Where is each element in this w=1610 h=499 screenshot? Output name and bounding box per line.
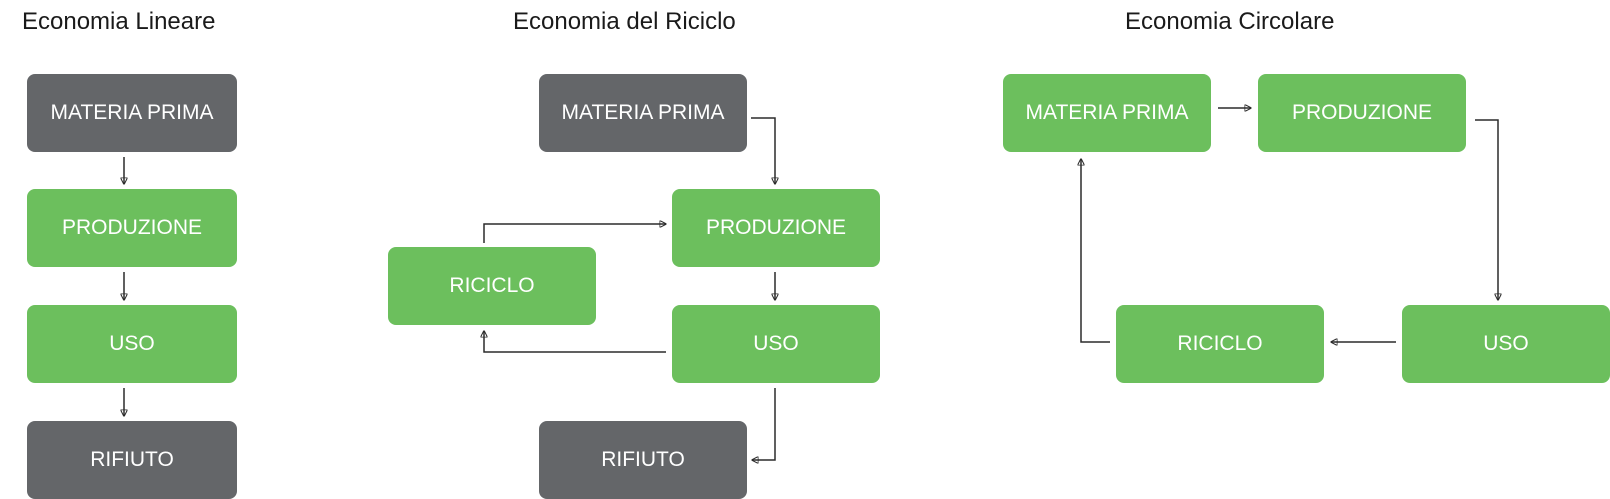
circular-uso-box: USO: [1402, 305, 1610, 383]
recycle-arrow-uso-to-riciclo: [484, 331, 666, 353]
circular-economy-title: Economia Circolare: [1125, 8, 1335, 35]
recycle-uso-box: USO: [672, 305, 880, 383]
recycle-arrow-materia-to-produzione: [751, 117, 775, 184]
recycle-economy-title: Economia del Riciclo: [513, 8, 736, 35]
circular-riciclo-box: RICICLO: [1116, 305, 1324, 383]
circular-arrow-produzione-to-uso: [1475, 119, 1498, 300]
linear-materia-prima-box: MATERIA PRIMA: [27, 74, 237, 152]
linear-economy-title: Economia Lineare: [22, 8, 216, 35]
linear-produzione-box: PRODUZIONE: [27, 189, 237, 267]
circular-materia-prima-box: MATERIA PRIMA: [1003, 74, 1211, 152]
recycle-arrow-riciclo-to-produzione: [483, 224, 666, 243]
recycle-riciclo-box: RICICLO: [388, 247, 596, 325]
circular-arrow-riciclo-to-materia: [1081, 159, 1110, 343]
recycle-materia-prima-box: MATERIA PRIMA: [539, 74, 747, 152]
recycle-produzione-box: PRODUZIONE: [672, 189, 880, 267]
circular-produzione-box: PRODUZIONE: [1258, 74, 1466, 152]
recycle-arrow-uso-to-rifiuto: [752, 388, 776, 460]
linear-rifiuto-box: RIFIUTO: [27, 421, 237, 499]
recycle-rifiuto-box: RIFIUTO: [539, 421, 747, 499]
linear-uso-box: USO: [27, 305, 237, 383]
